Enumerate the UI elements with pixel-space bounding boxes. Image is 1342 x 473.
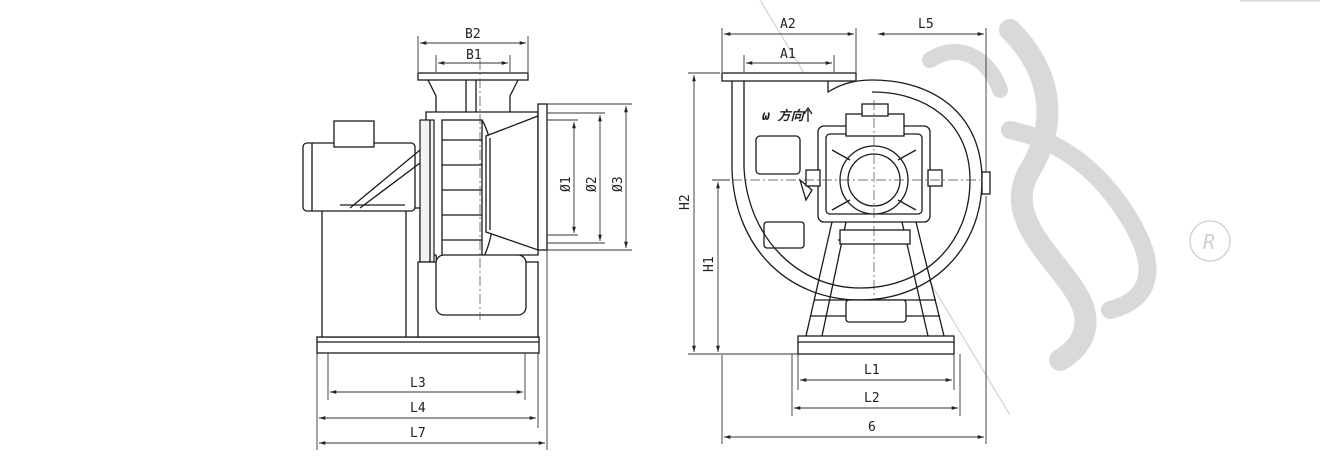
- dim-label-h2: H2: [678, 194, 693, 210]
- side-outlet-flange: [417, 72, 529, 81]
- dim-label-l1: L1: [864, 363, 880, 378]
- dim-label-d3: Ø3: [611, 176, 626, 192]
- dim-label-d2: Ø2: [585, 176, 600, 192]
- dim-label-h1: H1: [702, 256, 717, 272]
- inlet-flange: [537, 103, 548, 251]
- dim-label-a2: A2: [780, 17, 796, 32]
- dim-label-l3: L3: [410, 376, 426, 391]
- motor-stand: [321, 207, 421, 338]
- front-stand: [805, 221, 945, 337]
- inlet-cone: [485, 115, 539, 251]
- dim-label-l7: L7: [410, 426, 426, 441]
- dim-label-l2: L2: [864, 391, 880, 406]
- rotation-arrow-icon: [803, 106, 813, 122]
- side-view: B2 B1 Ø1 Ø2 Ø3 L3 L4 L7: [302, 27, 632, 450]
- dim-label-l4: L4: [410, 401, 426, 416]
- dim-label-l5: L5: [918, 17, 934, 32]
- front-outlet-flange: [721, 72, 857, 82]
- registered-mark-letter: R: [1203, 230, 1215, 254]
- rotation-direction-label: ω 方向: [762, 108, 806, 124]
- dim-label-l6: 6: [868, 420, 876, 435]
- watermark: R: [759, 0, 1320, 416]
- side-base-plate: [316, 336, 540, 354]
- motor-terminal-box: [333, 120, 375, 148]
- dim-label-b2: B2: [465, 27, 481, 42]
- front-view: ω 方向 A2 A1 L5: [678, 17, 991, 444]
- dim-label-d1: Ø1: [559, 176, 574, 192]
- dim-label-b1: B1: [466, 48, 482, 63]
- registered-mark-icon: R: [1189, 220, 1231, 262]
- front-base-plate: [797, 335, 955, 355]
- dim-label-a1: A1: [780, 47, 796, 62]
